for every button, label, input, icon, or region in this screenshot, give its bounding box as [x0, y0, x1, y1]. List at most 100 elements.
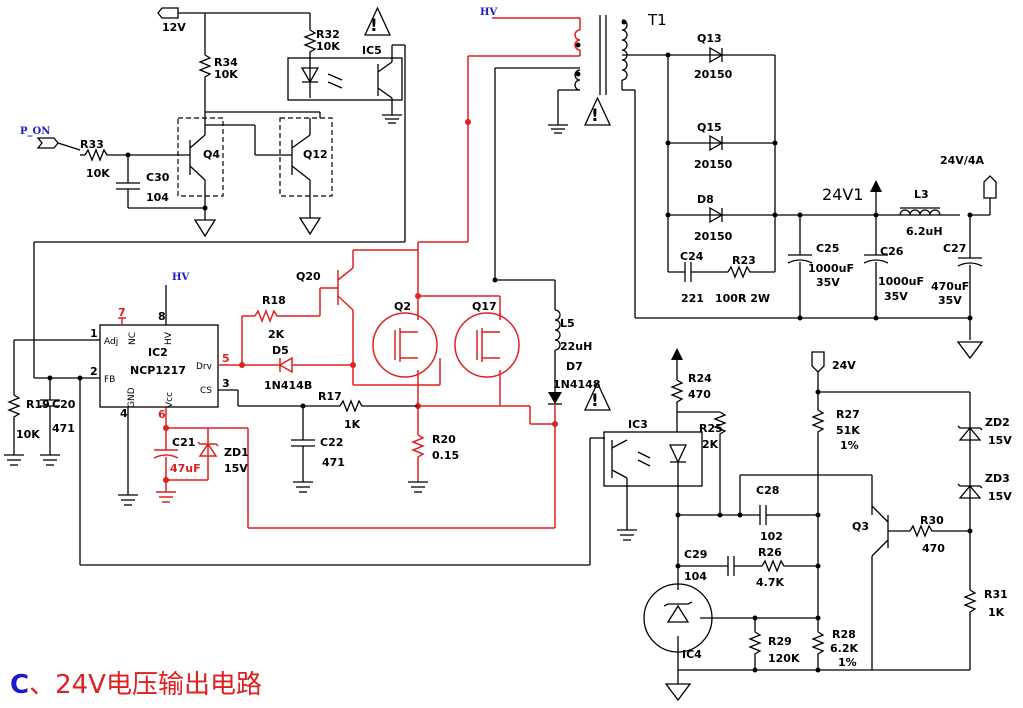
label-c25-voltage: 35V: [816, 276, 840, 289]
label-pin1: 1: [90, 327, 98, 340]
warning-mark-3: !: [591, 391, 599, 411]
label-ic5: IC5: [362, 44, 382, 57]
label-r24: R24: [688, 372, 712, 385]
label-c21-value: 47uF: [170, 462, 201, 475]
label-r26-value: 4.7K: [756, 576, 784, 589]
pin-cs: CS: [200, 386, 212, 396]
label-r18: R18: [262, 294, 286, 307]
label-r25-value: 2K: [702, 438, 719, 451]
transformer-output-section: [465, 15, 997, 360]
label-l5: L5: [560, 317, 575, 330]
label-r34-value: 10K: [214, 68, 238, 81]
label-c26-voltage: 35V: [884, 290, 908, 303]
label-pin3: 3: [222, 377, 230, 390]
label-zd2: ZD2: [985, 416, 1010, 429]
label-r25: R25: [699, 422, 723, 435]
label-pin8: 8: [158, 310, 166, 323]
label-c28: C28: [756, 484, 779, 497]
label-c22-value: 471: [322, 456, 345, 469]
label-q20: Q20: [296, 270, 321, 283]
pin-gnd: GND: [127, 387, 137, 408]
label-r28: R28: [832, 628, 856, 641]
label-pin7: 7: [118, 306, 126, 319]
label-d5: D5: [272, 344, 289, 357]
pin-adj: Adj: [104, 337, 118, 347]
label-pin2: 2: [90, 365, 98, 378]
label-r20-value: 0.15: [432, 449, 459, 462]
label-r30-value: 470: [922, 542, 945, 555]
label-d5-value: 1N414B: [264, 379, 312, 392]
label-q13: Q13: [697, 32, 722, 45]
label-ic4: IC4: [682, 648, 702, 661]
pin-fb: FB: [104, 375, 115, 385]
q4-q12-switch-section: [33, 6, 406, 378]
pin-drv: Drv: [196, 362, 213, 372]
label-d7-value: 1N4148: [553, 378, 600, 391]
label-r28-tolerance: 1%: [838, 656, 857, 669]
label-r29: R29: [768, 635, 792, 648]
label-c21: C21: [172, 436, 195, 449]
label-r18-value: 2K: [268, 328, 285, 341]
label-zd1-value: 15V: [224, 462, 248, 475]
diagram-caption: C、24V电压输出电路: [10, 664, 262, 701]
label-pin5: 5: [222, 352, 230, 365]
label-q12: Q12: [303, 148, 328, 161]
warning-mark-2: !: [591, 106, 599, 126]
label-c25-value: 1000uF: [808, 262, 854, 275]
label-l5-value: 22uH: [560, 340, 592, 353]
label-c29: C29: [684, 548, 707, 561]
label-t1: T1: [647, 11, 667, 29]
label-24v-4a: 24V/4A: [940, 154, 984, 167]
label-c24-value: 221: [681, 292, 704, 305]
label-r17-value: 1K: [344, 418, 361, 431]
label-c22: C22: [320, 436, 343, 449]
label-c28-value: 102: [760, 530, 783, 543]
primary-driver-section: [4, 241, 605, 566]
label-c30: C30: [146, 171, 170, 184]
label-ic3: IC3: [628, 418, 648, 431]
label-c25: C25: [816, 242, 839, 255]
label-d8-value: 20150: [694, 230, 733, 243]
label-q4: Q4: [203, 148, 220, 161]
label-r27: R27: [836, 408, 860, 421]
label-ic2: IC2: [148, 346, 168, 359]
label-r27-tolerance: 1%: [840, 439, 859, 452]
label-r19: R19: [26, 398, 50, 411]
label-24v1: 24V1: [822, 185, 863, 204]
label-r19-value: 10K: [16, 428, 40, 441]
label-r33: R33: [80, 138, 104, 151]
label-c26-value: 1000uF: [878, 275, 924, 288]
label-l3-value: 6.2uH: [906, 225, 943, 238]
label-r32: R32: [316, 28, 340, 41]
label-r26: R26: [758, 546, 782, 559]
feedback-section: [583, 348, 983, 702]
label-d7: D7: [566, 360, 583, 373]
label-c26: C26: [880, 245, 904, 258]
pin-nc: NC: [128, 332, 138, 345]
label-d8: D8: [697, 193, 714, 206]
label-c20: C20: [52, 398, 76, 411]
label-r23: R23: [732, 254, 756, 267]
label-r33-value: 10K: [86, 167, 110, 180]
warning-mark-1: !: [370, 16, 378, 36]
label-c27: C27: [943, 242, 966, 255]
caption-letter: C: [10, 670, 30, 700]
label-r28-value: 6.2K: [830, 642, 858, 655]
label-hv-mid: HV: [172, 272, 189, 283]
label-q2: Q2: [394, 300, 411, 313]
label-ic2-value: NCP1217: [130, 364, 186, 377]
label-r34: R34: [214, 56, 238, 69]
label-pin6: 6: [158, 408, 166, 421]
label-hv-top: HV: [480, 7, 497, 18]
label-r17: R17: [318, 390, 342, 403]
label-zd1: ZD1: [224, 446, 249, 459]
label-r24-value: 470: [688, 388, 711, 401]
label-zd3: ZD3: [985, 472, 1010, 485]
pin-hv: HV: [164, 331, 174, 345]
label-c27-value: 470uF: [931, 280, 969, 293]
label-r31: R31: [984, 588, 1008, 601]
label-q15-value: 20150: [694, 158, 733, 171]
label-r20: R20: [432, 433, 456, 446]
